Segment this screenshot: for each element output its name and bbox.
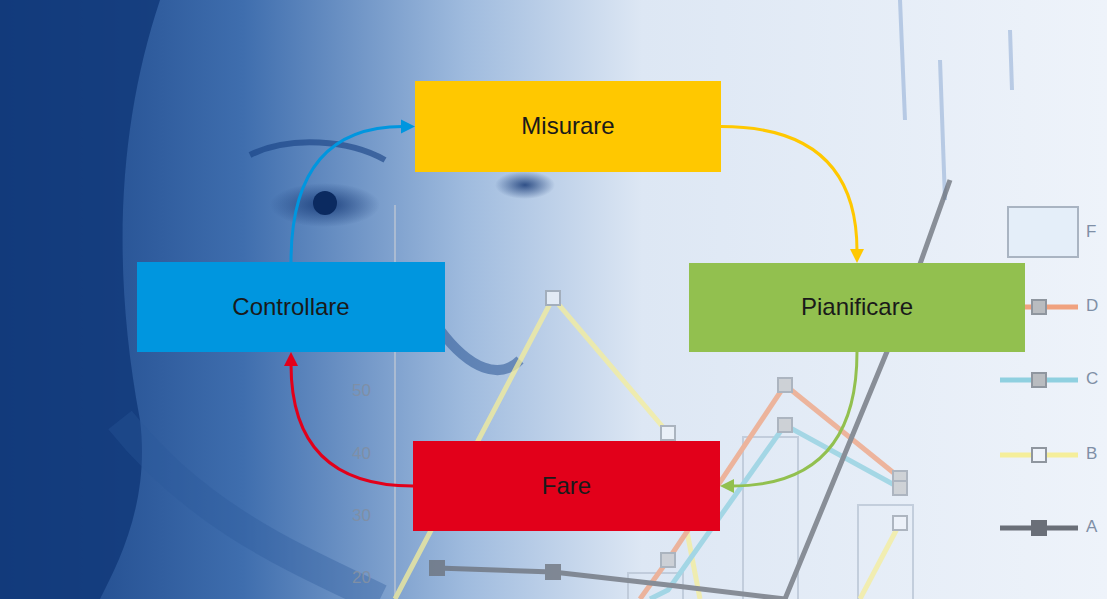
step-label: Pianificare bbox=[801, 293, 913, 322]
legend-label: C bbox=[1086, 369, 1098, 389]
process-box: Misurare bbox=[415, 81, 721, 172]
cycle-arrow bbox=[291, 120, 415, 263]
legend-label: F bbox=[1086, 222, 1096, 242]
axis-tick: 30 bbox=[352, 506, 371, 526]
cycle-curve bbox=[291, 364, 413, 486]
cycle-arrow bbox=[721, 127, 864, 264]
process-box: Fare bbox=[413, 441, 720, 531]
legend-label: B bbox=[1086, 444, 1097, 464]
cycle-arrow bbox=[284, 352, 413, 486]
axis-tick: 50 bbox=[352, 381, 371, 401]
arrow-head bbox=[401, 120, 415, 134]
process-box: Pianificare bbox=[689, 263, 1025, 352]
arrow-head bbox=[284, 352, 298, 366]
cycle-curve bbox=[291, 127, 403, 263]
legend-label: A bbox=[1086, 517, 1097, 537]
cycle-curve bbox=[732, 352, 857, 486]
arrow-head bbox=[850, 249, 864, 263]
arrow-head bbox=[720, 479, 734, 493]
legend-label: D bbox=[1086, 296, 1098, 316]
cycle-arrow bbox=[720, 352, 857, 493]
process-box: Controllare bbox=[137, 262, 445, 352]
axis-tick: 40 bbox=[352, 444, 371, 464]
step-label: Misurare bbox=[521, 112, 614, 141]
step-label: Controllare bbox=[232, 293, 349, 322]
step-label: Fare bbox=[542, 472, 591, 501]
cycle-curve bbox=[721, 127, 857, 252]
axis-tick: 20 bbox=[352, 568, 371, 588]
